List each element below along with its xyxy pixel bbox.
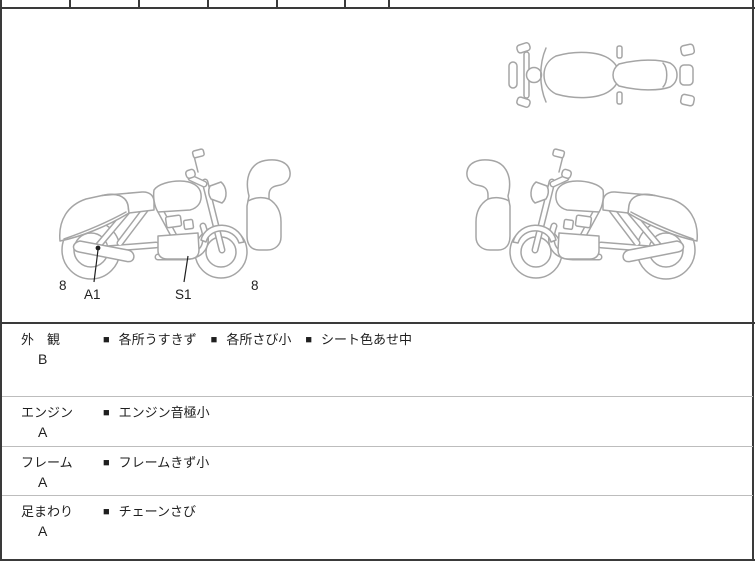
top-row-divider	[276, 0, 278, 8]
condition-row-undercarriage: 足まわり A ■ チェーンさび	[2, 495, 753, 558]
condition-table: 外 観 B ■各所うすきず ■各所さび小 ■シート色あせ中 エンジン A ■エン…	[2, 324, 753, 558]
front-wheel-top-view	[508, 61, 518, 89]
comment-item: ■ フレームきず小	[103, 455, 209, 472]
damage-label-a1: A1	[84, 287, 101, 302]
comment-item: ■ 各所さび小	[211, 332, 292, 349]
sheet-border-right	[752, 0, 754, 561]
tank-top-view	[543, 51, 620, 99]
category-cell: 足まわり A	[2, 496, 103, 540]
grade-value: A	[38, 424, 48, 440]
rear-signals-top-view	[679, 43, 696, 107]
tail-top-view	[679, 64, 694, 86]
category-label: フレーム	[21, 455, 73, 470]
grade-value: A	[38, 523, 48, 539]
damage-markers: 8 A1 S1 8	[59, 245, 259, 302]
seat-top-view	[612, 59, 678, 91]
comment-text: エンジン音極小	[118, 405, 210, 420]
category-label: 足まわり	[21, 504, 74, 519]
condition-row-frame: フレーム A ■ フレームきず小	[2, 446, 753, 495]
comment-text: フレームきず小	[118, 455, 210, 470]
comments-cell: ■ 各所うすきず ■ 各所さび小 ■ シート色あせ中	[103, 324, 753, 349]
bullet-icon: ■	[103, 334, 110, 346]
category-label: 外 観	[21, 332, 61, 347]
grade-value: A	[38, 474, 48, 490]
motorcycle-left-side-diagram: 8 A1 S1 8	[58, 146, 298, 302]
bullet-icon: ■	[103, 506, 110, 518]
damage-leader-s1	[183, 255, 189, 283]
comment-item: ■ 各所うすきず	[103, 332, 197, 349]
comments-cell: ■ フレームきず小	[103, 447, 753, 472]
category-label: エンジン	[21, 405, 74, 420]
top-row-divider	[207, 0, 209, 8]
condition-row-exterior: 外 観 B ■ 各所うすきず ■ 各所さび小 ■ シート色あせ中	[2, 324, 753, 396]
diagram-table-separator	[0, 322, 755, 324]
category-cell: 外 観 B	[2, 324, 103, 368]
top-row-divider	[344, 0, 346, 8]
category-cell: フレーム A	[2, 447, 103, 491]
condition-row-engine: エンジン A ■ エンジン音極小	[2, 396, 753, 446]
damage-leader-a1	[93, 249, 99, 283]
comment-item: ■ エンジン音極小	[103, 405, 210, 422]
top-row-divider	[388, 0, 390, 8]
steering-head-top-view	[525, 66, 543, 84]
comment-text: 各所さび小	[226, 332, 292, 347]
motorcycle-top-view-diagram	[508, 42, 696, 108]
comments-cell: ■ チェーンさび	[103, 496, 753, 521]
footpegs-top-view	[616, 45, 623, 105]
damage-label-8-left: 8	[59, 278, 67, 293]
bullet-icon: ■	[305, 334, 312, 346]
top-row-bottom-line	[0, 7, 755, 9]
sheet-border-left	[0, 0, 2, 561]
comments-cell: ■ エンジン音極小	[103, 397, 753, 422]
comment-item: ■ シート色あせ中	[305, 332, 412, 349]
sheet-border-bottom	[0, 559, 755, 561]
top-row-divider	[69, 0, 71, 8]
front-cowl-arc	[540, 47, 547, 103]
comment-item: ■ チェーンさび	[103, 504, 196, 521]
damage-label-s1: S1	[175, 287, 192, 302]
bullet-icon: ■	[210, 334, 218, 346]
comment-text: シート色あせ中	[321, 332, 413, 347]
damage-label-8-right: 8	[251, 278, 259, 293]
category-cell: エンジン A	[2, 397, 103, 441]
seat-tail-line	[662, 62, 668, 88]
comment-text: チェーンさび	[118, 504, 197, 519]
damage-dot-a1	[95, 245, 101, 251]
top-row-divider	[138, 0, 140, 8]
bullet-icon: ■	[103, 457, 110, 469]
motorcycle-right-side-diagram	[452, 146, 707, 304]
grade-value: B	[38, 351, 48, 367]
comment-text: 各所うすきず	[118, 332, 197, 347]
bullet-icon: ■	[103, 407, 110, 419]
